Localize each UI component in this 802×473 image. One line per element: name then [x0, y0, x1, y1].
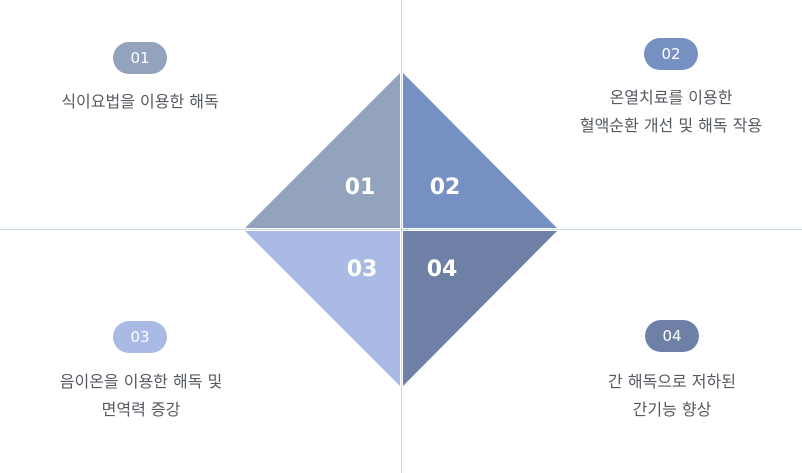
- description-02: 온열치료를 이용한 혈액순환 개선 및 해독 작용: [560, 84, 782, 140]
- description-03-line-1: 음이온을 이용한 해독 및: [59, 372, 223, 391]
- quadrant-number-01: 01: [345, 175, 376, 200]
- description-02-line-1: 온열치료를 이용한: [609, 88, 733, 107]
- quadrant-shape-03: [245, 231, 400, 386]
- quadrant-shape-01: [245, 73, 400, 228]
- badge-02: 02: [644, 38, 698, 70]
- badge-04: 04: [645, 320, 699, 352]
- description-04-line-1: 간 해독으로 저하된: [608, 372, 736, 391]
- description-01: 식이요법을 이용한 해독: [40, 88, 240, 116]
- quadrant-number-02: 02: [430, 175, 461, 200]
- horizontal-divider: [0, 229, 802, 230]
- quadrant-number-04: 04: [427, 257, 458, 282]
- quadrant-shape-02: [403, 73, 557, 228]
- badge-03: 03: [113, 321, 167, 353]
- quadrant-shape-04: [403, 231, 557, 386]
- description-02-line-2: 혈액순환 개선 및 해독 작용: [579, 116, 763, 135]
- description-03-line-2: 면역력 증강: [101, 400, 181, 419]
- description-03: 음이온을 이용한 해독 및 면역력 증강: [30, 368, 252, 424]
- vertical-divider: [401, 0, 402, 473]
- description-04-line-2: 간기능 향상: [632, 400, 712, 419]
- description-01-line-1: 식이요법을 이용한 해독: [61, 92, 219, 111]
- description-04: 간 해독으로 저하된 간기능 향상: [572, 368, 772, 424]
- quadrant-number-03: 03: [347, 257, 378, 282]
- badge-01: 01: [113, 42, 167, 74]
